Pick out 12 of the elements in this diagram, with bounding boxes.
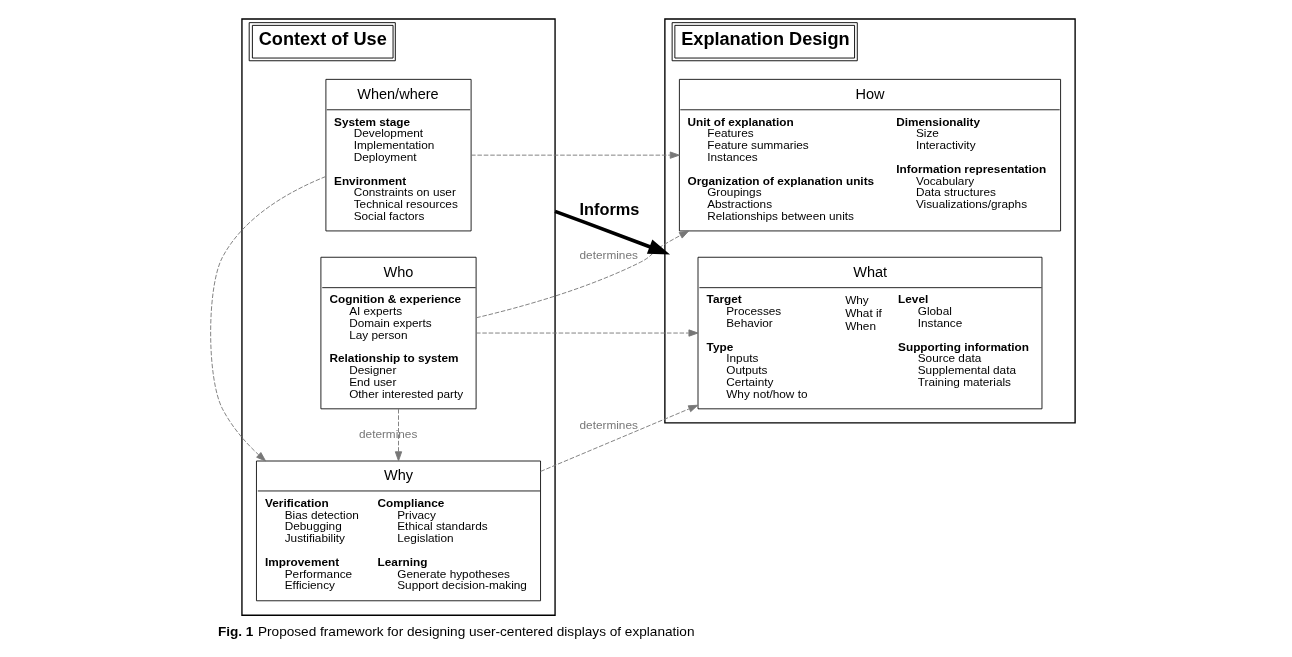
edge-label: determines xyxy=(358,427,417,440)
edge-label: Informs xyxy=(579,200,639,219)
arrow xyxy=(394,408,402,462)
edge-label: determines xyxy=(579,247,638,261)
arrow xyxy=(209,176,326,462)
arrow xyxy=(539,404,698,472)
arrow xyxy=(475,230,689,319)
caption: Fig. 1 Proposed framework for designing user-centered displays of explanation xyxy=(217,624,694,640)
arrow xyxy=(553,209,670,255)
edge-label: determines xyxy=(579,417,638,431)
arrow xyxy=(475,329,698,337)
arrow xyxy=(470,151,680,159)
